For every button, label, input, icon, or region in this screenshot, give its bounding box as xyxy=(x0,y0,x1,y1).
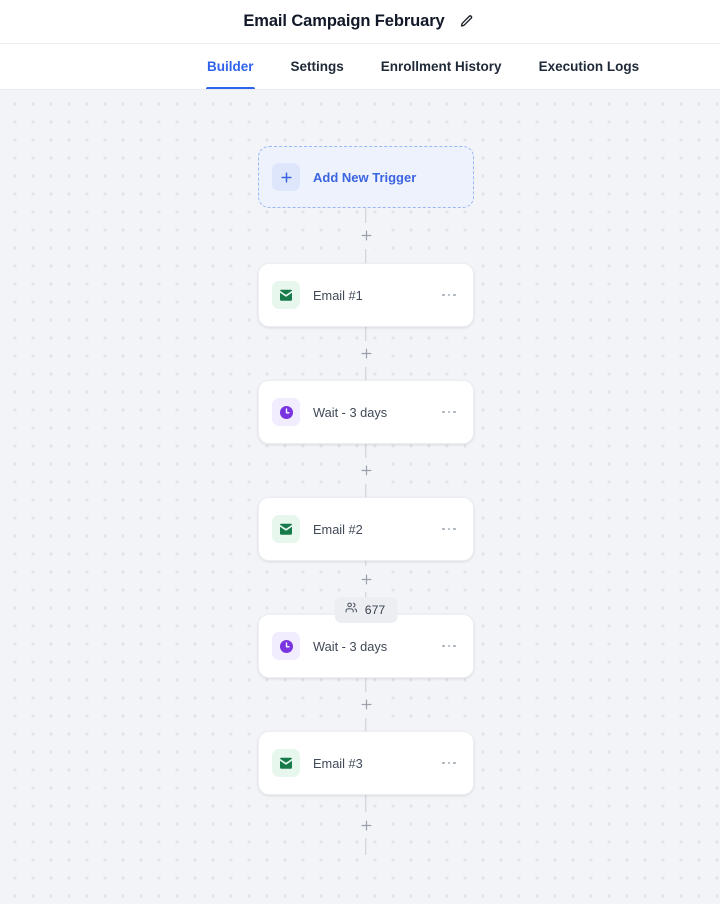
ellipsis-icon[interactable] xyxy=(438,285,460,305)
workflow-node-label: Wait - 3 days xyxy=(313,404,388,420)
header-title-wrap: Email Campaign February xyxy=(243,12,476,32)
page-title: Email Campaign February xyxy=(243,12,445,30)
workflow-flow: Add New Trigger Email #1 xyxy=(258,146,474,855)
connector-1 xyxy=(258,208,474,263)
workflow-node-email-3[interactable]: Email #3 xyxy=(258,731,474,795)
connector-6 xyxy=(258,795,474,855)
add-step-button-5[interactable] xyxy=(353,691,379,718)
ellipsis-icon[interactable] xyxy=(438,753,460,773)
workflow-canvas[interactable]: Add New Trigger Email #1 xyxy=(0,90,720,904)
plus-icon xyxy=(272,163,300,191)
envelope-icon xyxy=(272,515,300,543)
tab-builder[interactable]: Builder xyxy=(206,44,255,89)
workflow-node-label: Email #2 xyxy=(313,521,363,537)
workflow-node-wait-2[interactable]: Wait - 3 days xyxy=(258,614,474,678)
tab-bar: Builder Settings Enrollment History Exec… xyxy=(0,44,720,90)
app-header: Email Campaign February xyxy=(0,0,720,44)
enrollment-count-value: 677 xyxy=(364,603,386,617)
clock-icon xyxy=(272,398,300,426)
ellipsis-icon[interactable] xyxy=(438,402,460,422)
connector-3 xyxy=(258,444,474,497)
tab-execution-logs[interactable]: Execution Logs xyxy=(538,44,641,89)
connector-2 xyxy=(258,327,474,380)
users-icon xyxy=(345,601,358,619)
connector-4: 677 xyxy=(258,561,474,623)
add-step-button-1[interactable] xyxy=(353,222,379,249)
add-new-trigger-label: Add New Trigger xyxy=(313,169,417,185)
add-step-button-2[interactable] xyxy=(353,340,379,367)
envelope-icon xyxy=(272,281,300,309)
workflow-node-email-2[interactable]: Email #2 xyxy=(258,497,474,561)
add-new-trigger-node[interactable]: Add New Trigger xyxy=(258,146,474,208)
ellipsis-icon[interactable] xyxy=(438,519,460,539)
workflow-node-email-1[interactable]: Email #1 xyxy=(258,263,474,327)
add-step-button-4[interactable] xyxy=(353,566,379,592)
workflow-node-label: Email #1 xyxy=(313,287,363,303)
connector-5 xyxy=(258,678,474,731)
workflow-node-label: Wait - 3 days xyxy=(313,638,388,654)
clock-icon xyxy=(272,632,300,660)
add-step-button-3[interactable] xyxy=(353,457,379,484)
tab-settings[interactable]: Settings xyxy=(290,44,345,89)
add-step-button-6[interactable] xyxy=(353,812,379,838)
envelope-icon xyxy=(272,749,300,777)
enrollment-count-badge[interactable]: 677 xyxy=(334,597,398,623)
tab-enrollment-history[interactable]: Enrollment History xyxy=(380,44,503,89)
workflow-node-label: Email #3 xyxy=(313,755,363,771)
pencil-icon[interactable] xyxy=(457,12,477,32)
workflow-node-wait-1[interactable]: Wait - 3 days xyxy=(258,380,474,444)
ellipsis-icon[interactable] xyxy=(438,636,460,656)
